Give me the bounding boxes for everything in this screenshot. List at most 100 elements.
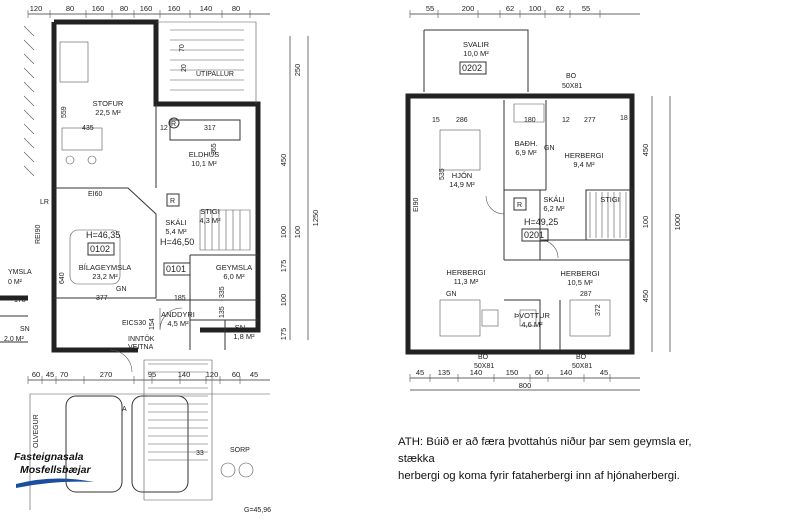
utility-label: INNTÖK bbox=[128, 335, 155, 343]
note-line: ATH: Búið er að færa þvottahús niður þar… bbox=[398, 436, 692, 465]
dim-text: 60 bbox=[32, 370, 40, 379]
room-name: SKÁLI bbox=[165, 218, 186, 227]
unit-number: 0202 bbox=[462, 63, 482, 73]
dim-label: 287 bbox=[580, 291, 592, 298]
room-name: ANDDYRI bbox=[161, 310, 195, 319]
dim-total: 800 bbox=[519, 381, 532, 390]
dim-text: 55 bbox=[582, 4, 590, 13]
radiator-label: R bbox=[517, 202, 522, 209]
dim-label: 435 bbox=[82, 125, 94, 132]
window-label: BO bbox=[576, 354, 587, 361]
dim-text: 140 bbox=[470, 368, 483, 377]
dim-text: 120 bbox=[30, 4, 43, 13]
dim-text: 55 bbox=[426, 4, 434, 13]
dim-text: 160 bbox=[168, 4, 181, 13]
dim-text: 80 bbox=[66, 4, 74, 13]
dim-text: 450 bbox=[641, 144, 650, 157]
dim-text: 60 bbox=[535, 368, 543, 377]
neighbor-sn-area: 2,0 M² bbox=[4, 336, 25, 343]
bed-outline bbox=[569, 299, 611, 337]
dim-label: 20 bbox=[181, 64, 188, 72]
dim-label: 12 bbox=[562, 117, 570, 124]
radiator-marker bbox=[166, 193, 180, 207]
logo-swoosh-icon bbox=[16, 478, 94, 488]
road-label: OLVEGUR bbox=[33, 414, 40, 448]
logo-line: Mosfellsbæjar bbox=[20, 464, 91, 476]
unit-number: 0101 bbox=[166, 264, 186, 274]
dim-text: 270 bbox=[100, 370, 113, 379]
dim-label: 372 bbox=[595, 304, 602, 316]
radiator-label: R bbox=[171, 121, 176, 128]
remarks-note: ATH: Búið er að færa þvottahús niður þar… bbox=[398, 434, 728, 485]
room-name: ELDHÚS bbox=[189, 150, 219, 159]
dim-label: 640 bbox=[59, 272, 66, 284]
dim-label: 185 bbox=[174, 295, 186, 302]
unit-box bbox=[459, 61, 487, 75]
logo-line: Fasteignasala bbox=[14, 451, 84, 463]
ground-bottom-dims: 60 45 70 270 95 140 120 60 45 bbox=[32, 370, 258, 379]
gn-label: GN bbox=[116, 286, 127, 293]
room-name: BÍLAGEYMSLA bbox=[79, 263, 132, 272]
dim-text: 80 bbox=[120, 4, 128, 13]
room-area: 14,9 M² bbox=[449, 180, 475, 189]
window-label: BO bbox=[566, 73, 577, 80]
room-name: SVALIR bbox=[463, 40, 490, 49]
fire-rating-label: EI60 bbox=[88, 191, 103, 198]
dim-text: 100 bbox=[293, 226, 302, 239]
dim-label: 154 bbox=[149, 318, 156, 330]
radiator-marker bbox=[168, 117, 180, 129]
dim-text: 450 bbox=[641, 290, 650, 303]
room-area: 22,5 M² bbox=[95, 108, 121, 117]
room-name: HJÓN bbox=[452, 171, 472, 180]
ground-floor-plan: 120 80 160 80 160 160 140 80 bbox=[0, 4, 320, 514]
dim-text: 45 bbox=[46, 370, 54, 379]
room-area: 10,5 M² bbox=[567, 278, 593, 287]
dim-text: 70 bbox=[60, 370, 68, 379]
dim-text: 100 bbox=[279, 294, 288, 307]
dim-text: 175 bbox=[279, 260, 288, 273]
room-area: 23,2 M² bbox=[92, 272, 118, 281]
dim-text: 200 bbox=[462, 4, 475, 13]
room-name: STOFUR bbox=[93, 99, 124, 108]
parking-number: 33 bbox=[196, 450, 204, 457]
room-name: SKÁLI bbox=[543, 195, 564, 204]
room-area: 4,3 M² bbox=[199, 216, 221, 225]
note-line: herbergi og koma fyrir fataherbergi inn … bbox=[398, 470, 680, 482]
dim-text: 250 bbox=[293, 64, 302, 77]
room-area: 5,4 M² bbox=[165, 227, 187, 236]
agency-logo: Fasteignasala Mosfellsbæjar bbox=[14, 451, 94, 493]
dim-text: 450 bbox=[279, 154, 288, 167]
dim-text: 150 bbox=[506, 368, 519, 377]
window-size: 50X81 bbox=[572, 363, 592, 370]
upper-top-dims: 55 200 62 100 62 55 bbox=[426, 4, 590, 13]
lr-label: LR bbox=[40, 199, 49, 206]
room-name: STIGI bbox=[600, 195, 620, 204]
gn-label: GN bbox=[446, 291, 457, 298]
room-name: STIGI bbox=[200, 207, 220, 216]
room-area: 6,2 M² bbox=[543, 204, 565, 213]
radiator-marker bbox=[513, 197, 527, 211]
height-label: H=49,25 bbox=[524, 217, 558, 227]
dim-label: 317 bbox=[204, 125, 216, 132]
height-label: H=46,35 bbox=[86, 230, 120, 240]
room-area: 10,0 M² bbox=[463, 49, 489, 58]
dim-text: 100 bbox=[279, 226, 288, 239]
dim-text: 135 bbox=[438, 368, 451, 377]
radiator-label: R bbox=[170, 198, 175, 205]
dryer-outline bbox=[481, 309, 499, 327]
dim-text: 140 bbox=[178, 370, 191, 379]
dim-text: 100 bbox=[529, 4, 542, 13]
room-name: BAÐH. bbox=[515, 139, 538, 148]
dim-label: 535 bbox=[439, 168, 446, 180]
dim-label: 377 bbox=[96, 295, 108, 302]
room-area: 9,4 M² bbox=[573, 160, 595, 169]
dim-text: 62 bbox=[506, 4, 514, 13]
room-area: 6,0 M² bbox=[223, 272, 245, 281]
room-area: 6,9 M² bbox=[515, 148, 537, 157]
neighbor-area-label: 0 M² bbox=[8, 279, 23, 286]
dim-label: 15 bbox=[432, 117, 440, 124]
bed-outline bbox=[439, 299, 481, 337]
upper-bottom-dims: 45 135 140 150 60 140 45 bbox=[416, 368, 608, 377]
gn-label: GN bbox=[544, 145, 555, 152]
